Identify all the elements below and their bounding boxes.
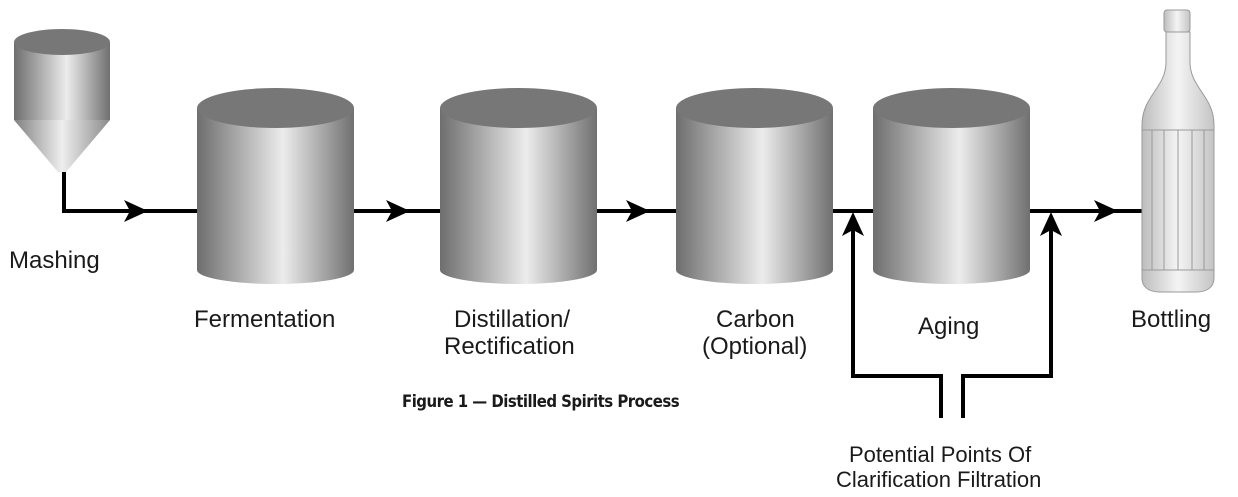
distillation-label-line2: Rectification [444,333,575,360]
distillation-label-line1: Distillation/ [454,306,571,333]
aging-label: Aging [918,313,980,340]
filtration-note-line1: Potential Points Of [849,442,1032,467]
arrow-up-icon [1040,212,1062,236]
carbon-label-line1: Carbon [716,306,795,333]
fermentation-tank [197,88,354,284]
flow-arrows [124,200,1118,236]
filtration-note-line2: Clarification Filtration [836,467,1042,492]
mashing-label: Mashing [9,247,100,274]
arrow-icon [1094,200,1118,222]
bottling-label: Bottling [1131,306,1212,333]
fermentation-label: Fermentation [194,306,336,333]
distillation-tank [440,88,597,284]
carbon-label-line2: (Optional) [702,333,808,360]
arrow-icon [626,200,650,222]
aging-tank [873,88,1030,284]
arrow-up-icon [842,212,864,236]
arrow-icon [386,200,410,222]
bottle-icon [1141,9,1215,293]
figure-caption: Figure 1 — Distilled Spirits Process [402,392,680,412]
mashing-hopper [14,29,110,172]
arrow-icon [124,200,148,222]
carbon-tank [676,88,833,284]
